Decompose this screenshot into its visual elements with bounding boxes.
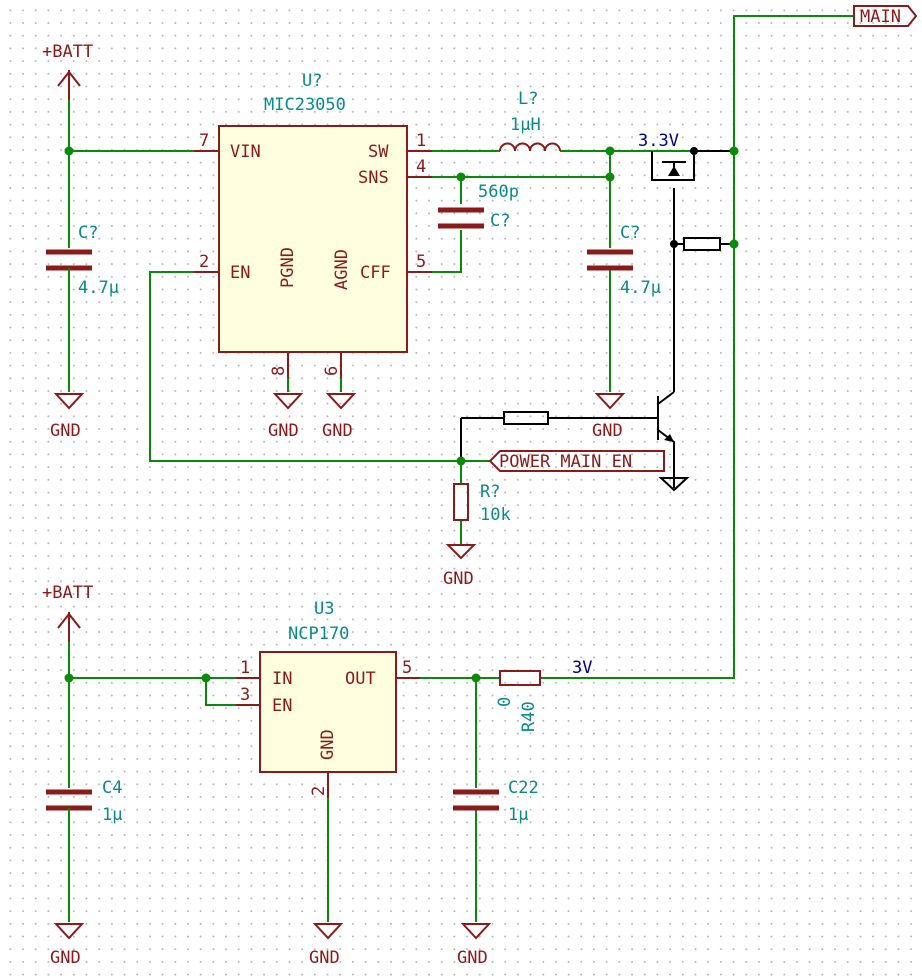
wire-main <box>733 15 854 151</box>
svg-text:4: 4 <box>416 157 426 177</box>
junction <box>690 147 698 155</box>
svg-text:POWER_MAIN_EN: POWER_MAIN_EN <box>499 452 632 472</box>
svg-text:3: 3 <box>240 685 250 705</box>
u3-value: NCP170 <box>288 624 349 644</box>
svg-text:GND: GND <box>309 948 340 968</box>
cout-ref: C? <box>620 223 640 243</box>
c4-ref: C4 <box>102 778 122 798</box>
cff-value: 560p <box>478 182 519 202</box>
svg-text:SNS: SNS <box>358 168 389 188</box>
svg-text:GND: GND <box>443 569 474 589</box>
svg-text:5: 5 <box>402 658 412 678</box>
ic-mic23050[interactable]: U? MIC23050 7 VIN 2 EN 1 SW 4 SNS 5 CFF … <box>194 71 432 378</box>
svg-text:2: 2 <box>309 786 329 796</box>
cin-value: 4.7µ <box>78 278 119 298</box>
gnd-symbol: GND <box>322 393 357 441</box>
junction <box>201 673 211 683</box>
capacitor-c4[interactable]: C4 1µ <box>46 778 122 922</box>
u3-ref: U3 <box>314 599 334 619</box>
wire-gnd-pins <box>287 378 342 392</box>
gnd-symbol: GND <box>592 393 626 441</box>
wire-main-down <box>540 151 735 679</box>
capacitor-cout[interactable]: C? 4.7µ <box>587 223 661 298</box>
capacitor-cin[interactable]: C? 4.7µ <box>46 223 119 392</box>
capacitor-cff[interactable]: 560p C? <box>438 182 519 231</box>
resistor-en[interactable]: R? 10k <box>453 482 511 525</box>
junction <box>605 172 615 182</box>
wire-batt-ldo <box>68 642 236 788</box>
junction <box>64 146 74 156</box>
svg-text:5: 5 <box>416 252 426 272</box>
inductor-l[interactable]: L? 1µH <box>499 89 561 152</box>
capacitor-c22[interactable]: C22 1µ <box>453 778 539 825</box>
svg-text:IN: IN <box>272 669 292 689</box>
svg-text:7: 7 <box>199 131 209 151</box>
resistor-gate[interactable] <box>683 237 721 251</box>
resistor-base[interactable] <box>503 411 549 425</box>
svg-text:VIN: VIN <box>230 142 261 162</box>
svg-text:GND: GND <box>592 421 623 441</box>
wire-cff <box>432 177 462 273</box>
svg-text:EN: EN <box>230 263 250 283</box>
svg-text:8: 8 <box>269 366 289 376</box>
l-value: 1µH <box>510 115 541 135</box>
power-symbol-batt-bottom[interactable]: +BATT <box>42 583 93 642</box>
svg-text:EN: EN <box>272 696 292 716</box>
svg-text:PGND: PGND <box>278 247 298 288</box>
hier-label-main[interactable]: MAIN <box>853 5 918 27</box>
resistor-r40[interactable]: 0 R40 <box>495 670 541 732</box>
r40-value: 0 <box>495 697 515 707</box>
transistor-npn[interactable] <box>657 391 690 492</box>
svg-text:GND: GND <box>50 948 81 968</box>
net-label-3v3: 3.3V <box>638 131 679 151</box>
svg-text:SW: SW <box>368 142 389 162</box>
junction <box>64 673 74 683</box>
batt-bottom-label: +BATT <box>42 583 93 603</box>
l-ref: L? <box>518 89 538 109</box>
cff-ref: C? <box>490 211 510 231</box>
svg-text:GND: GND <box>268 421 299 441</box>
svg-text:2: 2 <box>199 252 209 272</box>
wire-ldo-out <box>420 677 500 922</box>
gnd-symbol: GND <box>268 393 304 441</box>
mosfet-switch[interactable] <box>651 150 734 392</box>
cout-value: 4.7µ <box>620 278 661 298</box>
svg-text:MAIN: MAIN <box>860 7 901 27</box>
svg-text:OUT: OUT <box>345 669 376 689</box>
c22-ref: C22 <box>508 778 539 798</box>
svg-text:1: 1 <box>416 131 426 151</box>
c22-value: 1µ <box>508 805 528 825</box>
svg-text:CFF: CFF <box>360 263 391 283</box>
cin-ref: C? <box>78 223 98 243</box>
u-top-ref: U? <box>302 71 322 91</box>
svg-text:GND: GND <box>50 421 81 441</box>
svg-text:GND: GND <box>318 729 338 760</box>
c4-value: 1µ <box>102 805 122 825</box>
gnd-symbol: GND <box>50 923 85 968</box>
r-en-value: 10k <box>480 505 511 525</box>
svg-text:AGND: AGND <box>332 249 352 290</box>
gnd-symbol: GND <box>457 923 492 968</box>
wire-batt-vin <box>68 100 200 248</box>
power-symbol-batt-top[interactable]: +BATT <box>42 42 93 100</box>
junction <box>471 673 481 683</box>
junction <box>670 240 678 248</box>
wire-en <box>149 271 490 462</box>
svg-text:6: 6 <box>322 366 342 376</box>
svg-text:GND: GND <box>457 948 488 968</box>
r-en-ref: R? <box>480 482 500 502</box>
net-label-power-main-en[interactable]: POWER_MAIN_EN <box>488 450 665 472</box>
r40-ref: R40 <box>519 701 539 732</box>
gnd-symbol: GND <box>443 544 477 589</box>
ic-ncp170[interactable]: U3 NCP170 1 IN 3 EN 5 OUT GND 2 <box>236 599 420 798</box>
gnd-symbol: GND <box>309 923 344 968</box>
batt-top-label: +BATT <box>42 42 93 62</box>
gnd-symbol: GND <box>50 393 85 441</box>
svg-text:GND: GND <box>322 421 353 441</box>
u-top-value: MIC23050 <box>264 95 346 115</box>
svg-text:1: 1 <box>240 658 250 678</box>
net-label-3v: 3V <box>572 658 592 678</box>
